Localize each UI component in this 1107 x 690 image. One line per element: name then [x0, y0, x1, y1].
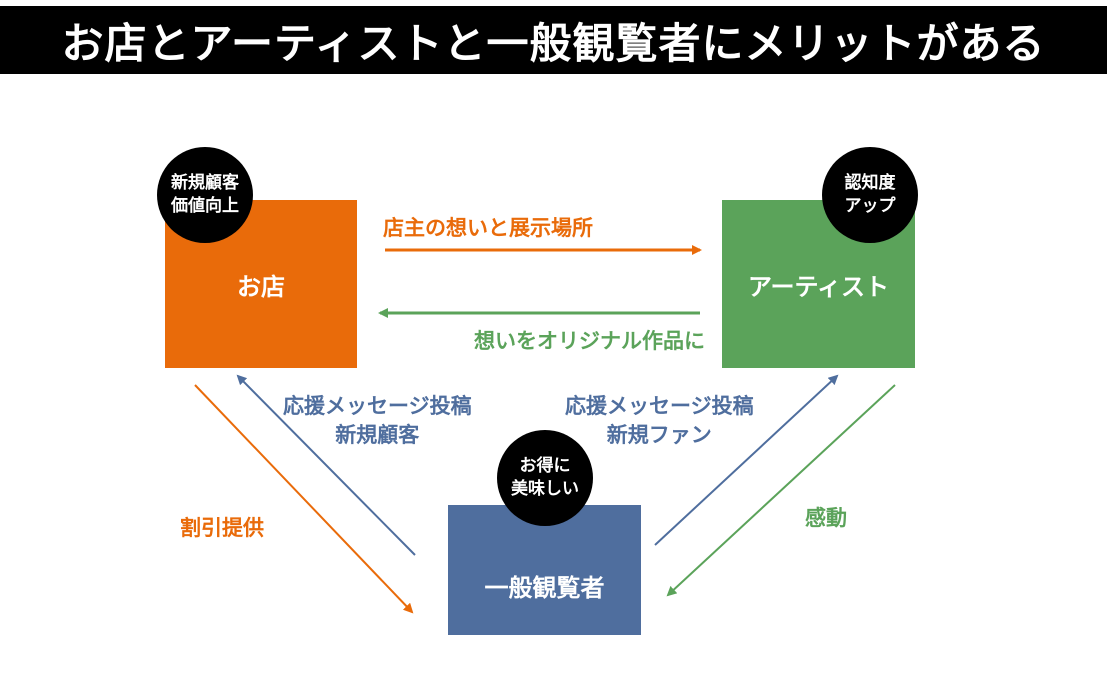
artist-badge-line2: アップ [844, 196, 896, 216]
viewer-badge-line2: 美味しい [511, 479, 579, 499]
artist-badge-line1: 認知度 [844, 173, 896, 194]
arrow-viewer-to-artist [654, 374, 839, 546]
shop-badge-line2: 価値向上 [171, 196, 239, 216]
arrow-viewer-to-shop [236, 374, 416, 556]
label-viewer-to-shop-line2: 新規顧客 [335, 423, 420, 448]
arrow-shop-to-viewer [194, 384, 414, 614]
label-viewer-to-artist-line2: 新規ファン [606, 423, 712, 448]
arrow-artist-to-viewer [666, 384, 896, 597]
viewer-label: 一般観覧者 [484, 573, 605, 602]
page-title: お店とアーティストと一般観覧者にメリットがある [61, 18, 1046, 68]
label-artist-to-viewer: 感動 [805, 506, 847, 530]
label-shop-to-artist: 店主の想いと展示場所 [383, 216, 593, 240]
label-viewer-to-artist: 応援メッセージ投稿 新規ファン [565, 392, 754, 451]
label-viewer-to-shop: 応援メッセージ投稿 新規顧客 [283, 392, 472, 451]
label-artist-to-shop: 想いをオリジナル作品に [474, 329, 705, 353]
label-shop-to-viewer: 割引提供 [180, 516, 264, 540]
shop-label: お店 [237, 272, 285, 301]
artist-label: アーティスト [747, 272, 890, 301]
label-viewer-to-shop-line1: 応援メッセージ投稿 [283, 394, 472, 418]
artist-badge: 認知度 アップ [822, 147, 918, 243]
title-bar: お店とアーティストと一般観覧者にメリットがある [0, 6, 1107, 74]
shop-badge-line1: 新規顧客 [171, 173, 239, 194]
label-viewer-to-artist-line1: 応援メッセージ投稿 [565, 394, 754, 418]
shop-badge: 新規顧客 価値向上 [157, 147, 253, 243]
viewer-node: 一般観覧者 [448, 505, 641, 635]
viewer-badge: お得に 美味しい [497, 430, 593, 526]
viewer-badge-line1: お得に [519, 456, 571, 477]
